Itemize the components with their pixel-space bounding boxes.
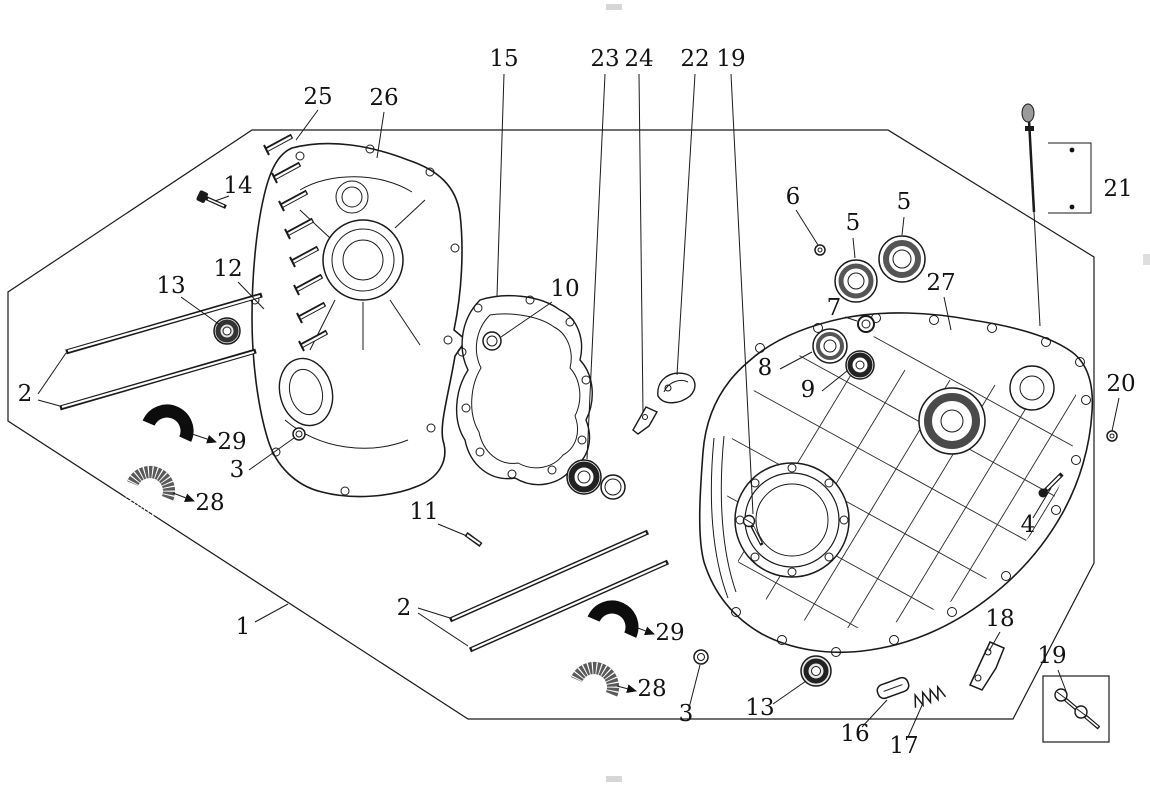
- bearing-5-right: [878, 235, 926, 283]
- screw-14: [196, 190, 227, 209]
- pin-11: [464, 531, 483, 548]
- stud-pair-lower: [448, 529, 670, 653]
- callout-21: 21: [1103, 176, 1132, 202]
- callout-16: 16: [840, 721, 869, 747]
- gasket-holes: [457, 295, 591, 479]
- bracket-18: [968, 641, 1005, 691]
- bushing-13-lower: [800, 655, 832, 687]
- callout-25: 25: [303, 84, 332, 110]
- bearing-shell-29-upper: [140, 404, 194, 458]
- callout-27: 27: [926, 270, 955, 296]
- nut-20: [1106, 430, 1118, 442]
- dowel-3-upper: [292, 427, 306, 441]
- bushing-13-upper: [213, 317, 241, 345]
- stud-pair-left: [59, 292, 263, 411]
- scan-artifact: [606, 4, 1150, 782]
- secondary-bore: [1009, 365, 1055, 411]
- callout-13-upper: 13: [156, 273, 185, 299]
- tensioner-pad-22: [657, 372, 696, 404]
- callout-13-lower: 13: [745, 695, 774, 721]
- callout-8: 8: [758, 355, 773, 381]
- seal-ring-10: [482, 331, 502, 351]
- retainer-24: [632, 406, 658, 435]
- callout-20: 20: [1106, 371, 1135, 397]
- dowel-3-lower: [693, 649, 709, 665]
- callout-2-left: 2: [18, 381, 33, 407]
- crankcase-half-left: [250, 142, 468, 498]
- oil-seal-23: [566, 459, 626, 500]
- bearing-8: [812, 328, 848, 364]
- callout-18: 18: [985, 606, 1014, 632]
- callout-19-top: 19: [716, 46, 745, 72]
- bearing-shell-28-upper: [125, 465, 175, 516]
- callout-28-upper: 28: [195, 490, 224, 516]
- callout-1: 1: [236, 614, 251, 640]
- bolt-bosses: [731, 313, 1091, 657]
- bolt-6: [814, 244, 826, 256]
- crankcase-half-right: [698, 312, 1094, 657]
- callout-3-upper: 3: [230, 457, 245, 483]
- gasket: [455, 295, 593, 486]
- screw-19-top: [742, 514, 764, 546]
- bearing-5-left: [834, 259, 878, 303]
- callout-15: 15: [489, 46, 518, 72]
- plunger-16: [876, 676, 910, 700]
- callout-9: 9: [801, 377, 816, 403]
- spring-17: [914, 684, 947, 708]
- bearing-shell-29-lower: [585, 600, 639, 654]
- callout-26: 26: [369, 85, 398, 111]
- seal-9: [845, 350, 875, 380]
- callout-6: 6: [786, 184, 801, 210]
- callout-28-lower: 28: [637, 676, 666, 702]
- callout-23: 23: [590, 46, 619, 72]
- crank-bore: [918, 387, 986, 455]
- callout-11: 11: [409, 499, 438, 525]
- bearing-shell-28-lower: [569, 661, 619, 712]
- callout-12: 12: [213, 256, 242, 282]
- callout-14: 14: [223, 173, 252, 199]
- callout-19-lower: 19: [1037, 643, 1066, 669]
- callout-5-left: 5: [846, 210, 861, 236]
- callout-2-lower: 2: [397, 595, 412, 621]
- callout-29-lower: 29: [655, 620, 684, 646]
- callout-3-lower: 3: [679, 701, 694, 727]
- assembly-border: [7, 129, 1095, 720]
- callout-5-right: 5: [897, 189, 912, 215]
- cylinder-opening: [734, 462, 850, 578]
- washer-7: [857, 315, 875, 333]
- callout-4: 4: [1021, 512, 1036, 538]
- callout-22: 22: [680, 46, 709, 72]
- callout-10: 10: [550, 276, 579, 302]
- bolt-4: [1038, 472, 1064, 498]
- callout-17: 17: [889, 733, 918, 759]
- screw-pair-19-lower: [1042, 675, 1110, 743]
- callout-29-upper: 29: [217, 429, 246, 455]
- leader-lines: [37, 73, 1120, 738]
- callout-7: 7: [827, 295, 842, 321]
- dipstick: [1021, 103, 1092, 327]
- callout-24: 24: [624, 46, 653, 72]
